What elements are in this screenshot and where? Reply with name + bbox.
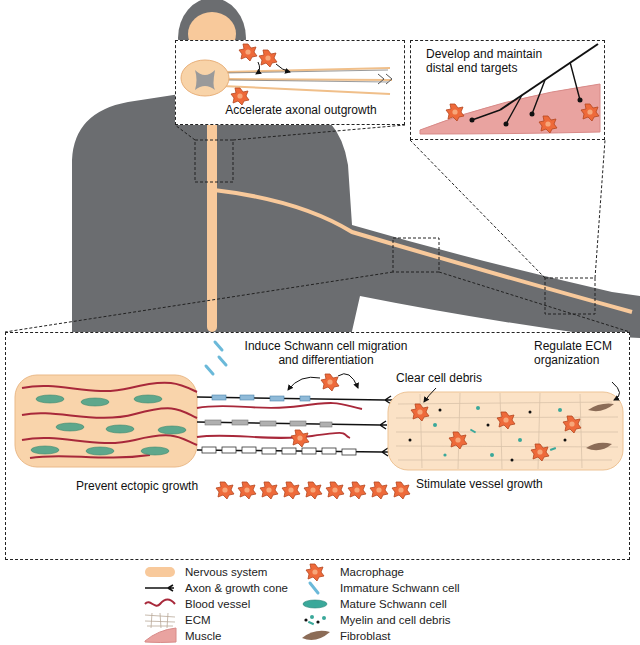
legend-swatch xyxy=(145,567,175,577)
distal-stump xyxy=(388,382,623,470)
muscle-target xyxy=(420,44,600,134)
legend-label: Mature Schwann cell xyxy=(340,597,447,611)
function-label: Accelerate axonal outgrowth xyxy=(206,103,396,117)
inset-box: Accelerate axonal outgrowth xyxy=(175,40,405,125)
legend-label: Immature Schwann cell xyxy=(340,581,460,595)
function-label: Develop and maintain distal end targets xyxy=(426,47,556,75)
legend-label: Macrophage xyxy=(340,565,404,579)
function-label: Stimulate vessel growth xyxy=(416,477,566,491)
legend-samples xyxy=(145,564,330,643)
legend-label: Blood vessel xyxy=(185,597,250,611)
legend-label: Muscle xyxy=(185,629,221,643)
inset-box: Develop and maintain distal end targets xyxy=(410,40,605,140)
inset-box: Induce Schwann cell migration and differ… xyxy=(5,332,630,560)
body-silhouette xyxy=(72,0,640,362)
spinal-cord-section xyxy=(181,44,392,105)
proximal-nerve xyxy=(15,375,197,467)
function-label: Clear cell debris xyxy=(396,371,516,385)
macrophage-row xyxy=(216,482,410,499)
legend-label: Nervous system xyxy=(185,565,267,579)
zoom-markers xyxy=(5,125,630,332)
function-label: Prevent ectopic growth xyxy=(76,479,226,493)
legend-label: ECM xyxy=(185,613,211,627)
function-label: Induce Schwann cell migration and differ… xyxy=(236,339,416,367)
legend-label: Fibroblast xyxy=(340,629,391,643)
legend-label: Axon & growth cone xyxy=(185,581,288,595)
function-label: Regulate ECM organization xyxy=(534,339,626,367)
legend-label: Myelin and cell debris xyxy=(340,613,451,627)
